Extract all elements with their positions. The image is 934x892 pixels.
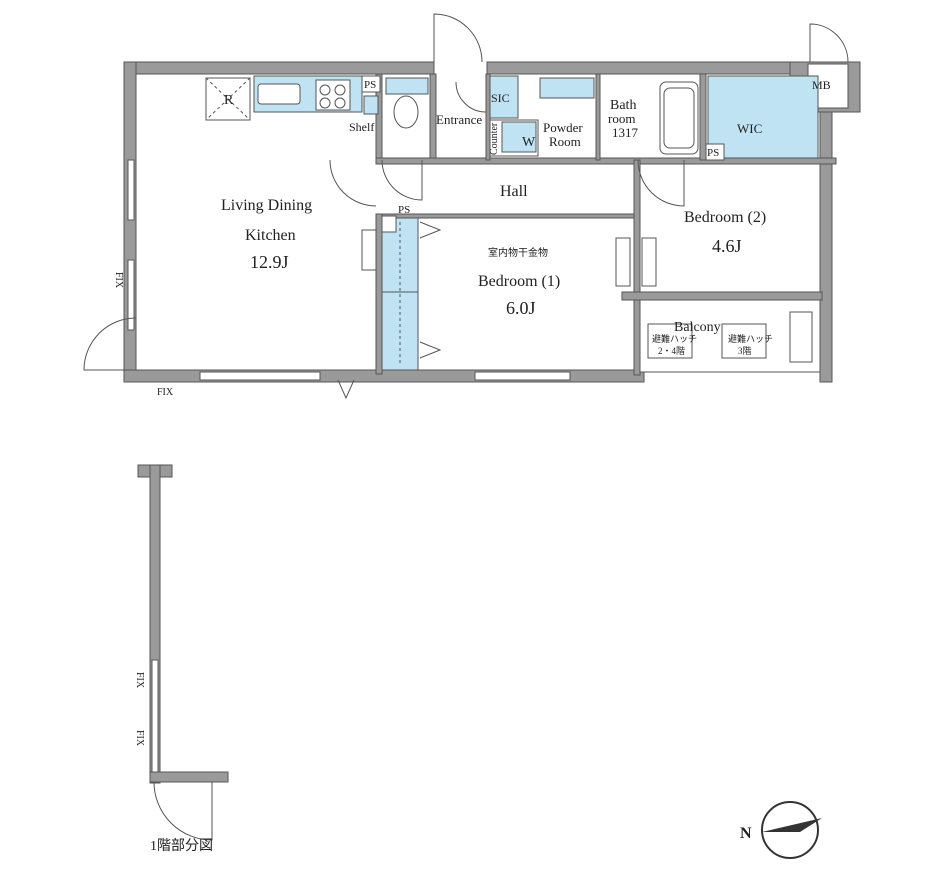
- north-arrow: N: [740, 801, 822, 859]
- wall-bed1-left: [375, 213, 383, 375]
- hatch1-label: 避難ハッチ: [652, 333, 697, 344]
- lower-wall-bottom: [149, 771, 229, 783]
- washer-box: [501, 121, 537, 153]
- wall-top-right: [486, 61, 798, 75]
- window-bottom-bed1: [474, 371, 571, 381]
- powder-room-line2: Room: [549, 134, 581, 149]
- ldk-size: 12.9J: [250, 252, 289, 272]
- window-left: [127, 159, 135, 221]
- ldk-label-line2: Kitchen: [245, 227, 296, 244]
- wall-top-left: [123, 61, 435, 75]
- wic-label: WIC: [737, 121, 762, 136]
- bedroom1-size: 6.0J: [506, 298, 536, 318]
- mb-door: [809, 23, 849, 63]
- ldk-label-line1: Living Dining: [221, 197, 312, 214]
- outdoor-unit: [789, 311, 813, 363]
- wall-bed1-right: [633, 159, 641, 376]
- bathroom-size: 1317: [612, 125, 639, 140]
- ldk-door: [329, 159, 377, 207]
- sic-label: SIC: [491, 91, 510, 105]
- bottom-vent: [337, 379, 355, 400]
- wall-hall-top: [375, 157, 837, 165]
- powder-room-line1: Powder: [543, 120, 583, 135]
- ps-kitchen: PS: [364, 79, 376, 91]
- indoor-drying-label: 室内物干金物: [488, 246, 548, 259]
- fix-lower1-label: FIX: [134, 672, 145, 689]
- shelf-box: [363, 95, 379, 115]
- hall-label: Hall: [500, 183, 528, 200]
- wall-bath-left: [595, 73, 601, 161]
- mb-label: MB: [812, 78, 831, 92]
- compass-needle: [762, 818, 822, 832]
- shelf-label: Shelf: [349, 120, 374, 134]
- lower-door: [153, 781, 213, 841]
- ps-wic-box: [705, 143, 725, 161]
- doors: [83, 13, 849, 400]
- hatch2-box: [721, 323, 767, 359]
- wall-balcony-top: [621, 291, 823, 301]
- vanity: [539, 77, 595, 99]
- kitchen: R PS Shelf: [205, 75, 381, 134]
- interior-walls: [375, 73, 837, 376]
- bedroom2-size: 4.6J: [712, 236, 742, 256]
- ps-bedroom-box: [381, 215, 397, 233]
- entry-door: [433, 13, 483, 63]
- bathtub: [659, 81, 699, 155]
- window-bottom-ldk: [199, 371, 321, 381]
- bedroom2-door: [637, 159, 685, 207]
- fix-lower2-label: FIX: [134, 730, 145, 747]
- bedroom2-label: Bedroom (2): [684, 209, 766, 226]
- entrance-label: Entrance: [436, 112, 482, 127]
- wall-left: [123, 61, 137, 383]
- ldk-exterior-door: [83, 317, 137, 371]
- window-left-fix: [127, 259, 135, 331]
- lower-wall-left: [149, 464, 161, 784]
- washer-label: W: [522, 135, 536, 150]
- hatch1-box: [647, 323, 693, 359]
- bedroom1-closet: PS: [361, 204, 657, 371]
- ps-wic: PS: [707, 147, 719, 159]
- hatch2-floors: 3階: [738, 346, 752, 356]
- wic-box: [707, 75, 819, 159]
- balcony: Balcony 避難ハッチ 2・4階 避難ハッチ 3階: [639, 299, 821, 373]
- wall-hall-bottom: [375, 213, 637, 219]
- sic-box: [489, 75, 519, 119]
- wet-area: Entrance SIC Counter W Powder Room Bath …: [436, 75, 699, 157]
- wall-bath-right: [699, 73, 707, 161]
- refrigerator-label: R: [224, 93, 234, 108]
- bathroom-line2: room: [608, 111, 635, 126]
- first-floor-part-label: 1階部分図: [150, 838, 213, 854]
- ps-kitchen-box: [361, 75, 381, 93]
- hatch1-floors: 2・4階: [658, 346, 685, 356]
- bathroom-line1: Bath: [610, 98, 636, 113]
- north-label: N: [740, 825, 752, 842]
- counter-label: Counter: [489, 122, 500, 155]
- hall-door: [381, 159, 423, 201]
- fix-left-label: FIX: [113, 272, 124, 289]
- lower-window: [151, 659, 159, 781]
- toilet-bowl: [393, 95, 419, 129]
- fix-bottom-label: FIX: [157, 387, 174, 398]
- toilet-tank: [385, 77, 429, 95]
- room-labels: Living Dining Kitchen 12.9J Hall 室内物干金物 …: [113, 183, 766, 398]
- bedroom1-label: Bedroom (1): [478, 273, 560, 290]
- first-floor-partial: FIX FIX 1階部分図: [134, 464, 229, 854]
- hatch2-label: 避難ハッチ: [728, 333, 773, 344]
- sic-door: [455, 81, 487, 113]
- toilet: [385, 77, 429, 129]
- ps-bedroom: PS: [398, 204, 410, 216]
- wic-area: WIC PS MB: [705, 75, 831, 161]
- balcony-label: Balcony: [674, 320, 721, 335]
- kitchen-sink: [257, 83, 301, 105]
